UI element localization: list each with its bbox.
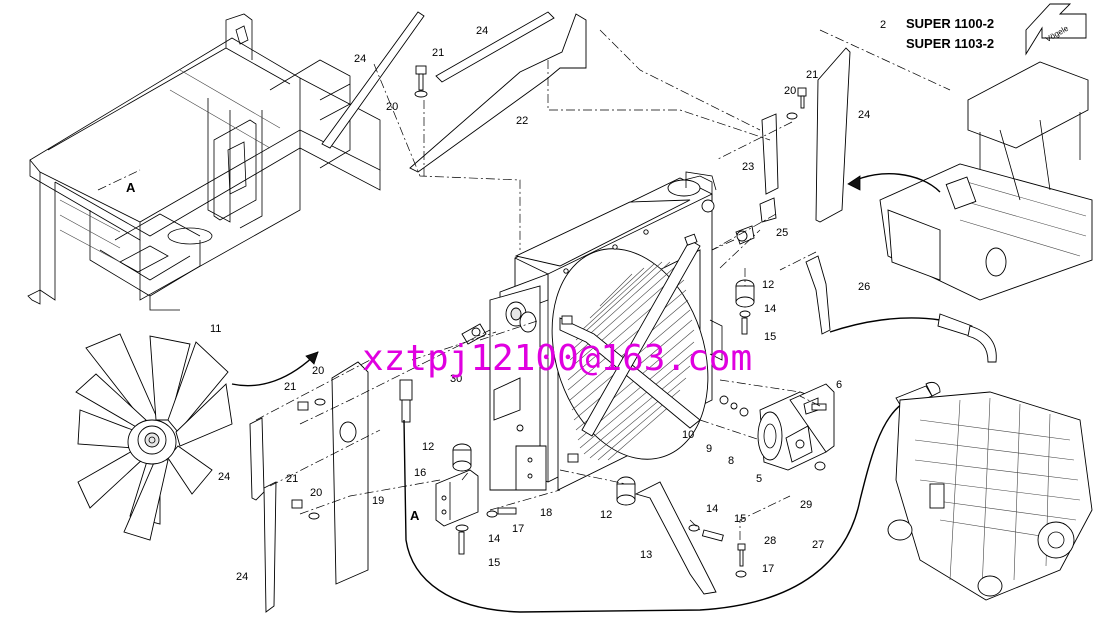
callout-10: 10 [682,429,694,441]
callout-5: 5 [756,473,762,485]
callout-2: 2 [880,19,886,31]
callout-22: 22 [516,115,528,127]
section-mark-a-bracket: A [410,508,420,523]
baffle-plates [249,11,851,613]
callout-11: 11 [210,323,221,335]
dash-dot-lines [97,29,951,540]
radiator-assembly [489,171,723,491]
callout-26: 26 [858,281,870,293]
callout-20-left: 20 [312,365,324,377]
brand-logo [1025,3,1087,56]
callout-9: 9 [706,443,712,455]
callout-20-top: 20 [386,101,398,113]
callout-12-top: 12 [762,279,774,291]
callout-24-b: 24 [476,25,488,37]
assembly-arrow [231,351,319,387]
callout-24-e: 24 [236,571,248,583]
paver-machine [879,61,1093,301]
section-mark-a-frame: A [126,180,136,195]
model-title-2: SUPER 1103-2 [906,36,995,51]
callout-25: 25 [776,227,788,239]
callout-24-c: 24 [858,109,870,121]
callout-15-bottom: 15 [734,513,746,525]
callout-24-d: 24 [218,471,230,483]
callout-labels: 2 5 6 8 9 10 11 12 12 12 13 14 14 14 15 … [126,19,1070,583]
callout-15-top: 15 [764,331,776,343]
callout-20-lower: 20 [310,487,322,499]
model-title-1: SUPER 1100-2 [906,16,995,31]
hydraulic-motor [719,383,835,471]
callout-21-right: 21 [806,69,818,81]
callout-14-bottom: 14 [706,503,718,515]
callout-12-mid: 12 [422,441,434,453]
callout-13: 13 [640,549,652,561]
engine [887,391,1093,601]
callout-6: 6 [836,379,842,391]
callout-27: 27 [812,539,824,551]
callout-24-a: 24 [354,53,366,65]
callout-17-mid: 17 [512,523,524,535]
watermark-email: xztpj12100@163.com [362,338,753,379]
callout-17-bottom: 17 [762,563,774,575]
fan [75,333,233,541]
callout-21-left: 21 [284,381,296,393]
callout-12-bottom: 12 [600,509,612,521]
small-parts [291,65,827,595]
callout-30: 30 [450,373,462,385]
callout-21-top: 21 [432,47,444,59]
callout-14-top: 14 [764,303,776,315]
location-arrow [851,173,941,193]
callout-8: 8 [728,455,734,467]
callout-18: 18 [540,507,552,519]
callout-29: 29 [800,499,812,511]
callout-21-lower: 21 [286,473,298,485]
callout-16: 16 [414,467,426,479]
machine-frame [27,13,381,311]
callout-20-right: 20 [784,85,796,97]
callout-23: 23 [742,161,754,173]
callout-14-mid: 14 [488,533,500,545]
callout-15-mid: 15 [488,557,500,569]
callout-19: 19 [372,495,384,507]
callout-28: 28 [764,535,776,547]
